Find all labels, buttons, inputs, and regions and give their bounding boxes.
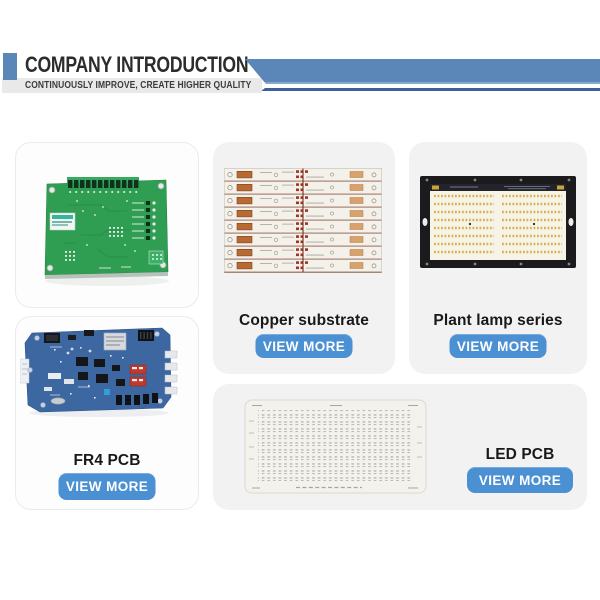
product-card-led-pcb: LED PCB VIEW MORE [213, 384, 587, 510]
header-subtitle-bar: CONTINUOUSLY IMPROVE, CREATE HIGHER QUAL… [2, 78, 262, 93]
header-banner-shape [245, 59, 600, 84]
fr4-pcb-image[interactable] [20, 323, 178, 419]
view-more-button-plant-lamp[interactable]: VIEW MORE [449, 334, 547, 358]
product-card-copper-substrate: Copper substrate VIEW MORE [213, 142, 395, 374]
header-underline [261, 88, 600, 91]
led-pcb-text-zone: LED PCB VIEW MORE [467, 384, 573, 510]
copper-substrate-image[interactable] [224, 168, 382, 273]
green-pcb-image[interactable] [37, 171, 177, 293]
led-pcb-image[interactable] [244, 399, 428, 495]
product-card-green-pcb [15, 142, 199, 308]
product-label-led-pcb: LED PCB [485, 446, 555, 463]
product-label-fr4-pcb: FR4 PCB [73, 452, 141, 469]
view-more-button-led-pcb[interactable]: VIEW MORE [467, 467, 573, 493]
header-subtitle: CONTINUOUSLY IMPROVE, CREATE HIGHER QUAL… [25, 80, 252, 91]
product-label-copper-substrate: Copper substrate [239, 312, 369, 329]
view-more-button-copper-substrate[interactable]: VIEW MORE [255, 334, 353, 358]
product-card-fr4-pcb: FR4 PCB VIEW MORE [15, 316, 199, 510]
header-accent-square [3, 53, 17, 80]
plant-lamp-panel-image[interactable] [418, 169, 578, 275]
view-more-button-fr4-pcb[interactable]: VIEW MORE [58, 473, 156, 500]
product-card-plant-lamp: Plant lamp series VIEW MORE [409, 142, 587, 374]
product-label-plant-lamp: Plant lamp series [433, 312, 563, 329]
page-title: COMPANY INTRODUCTION [25, 52, 249, 77]
